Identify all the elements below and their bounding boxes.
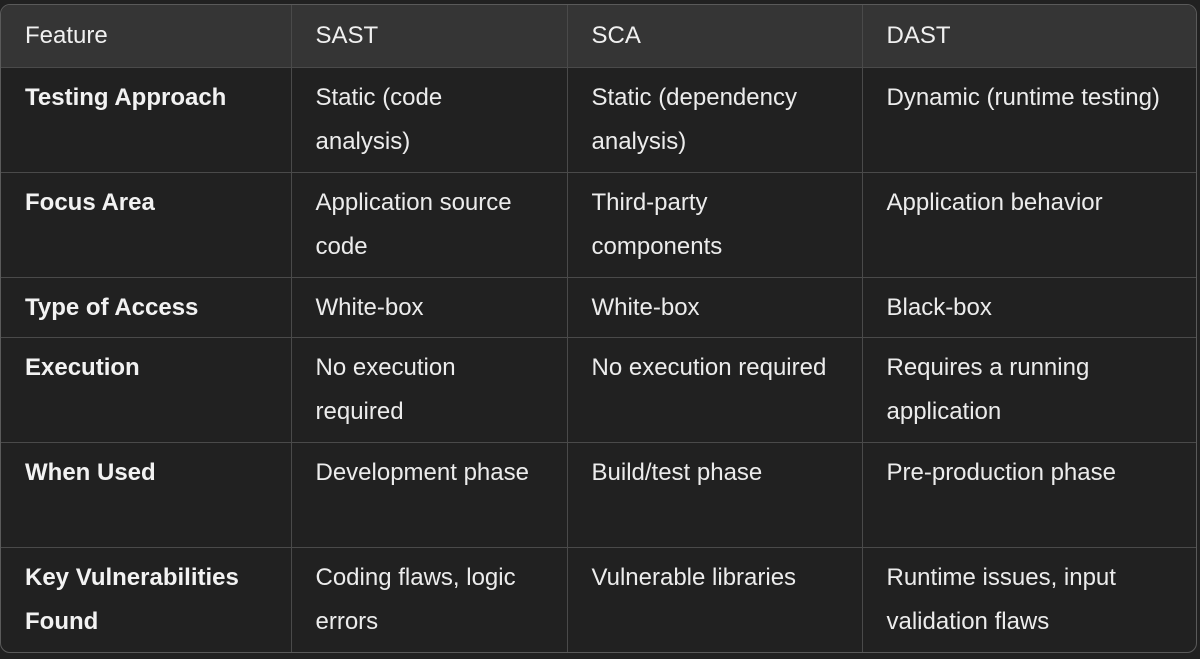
cell-sast: Coding flaws, logic errors — [290, 546, 568, 652]
table-row: Testing Approach Static (code analysis) … — [1, 66, 1196, 173]
table-row: Execution No execution required No execu… — [1, 336, 1196, 443]
cell-sast: Development phase — [290, 441, 568, 548]
cell-sca: Static (dependency analysis) — [566, 66, 863, 173]
row-label-when-used: When Used — [1, 441, 292, 548]
cell-sast: Application source code — [290, 171, 568, 278]
table-row: Type of Access White-box White-box Black… — [1, 276, 1196, 338]
cell-sca: Third-party components — [566, 171, 863, 278]
cell-sast: No execution required — [290, 336, 568, 443]
row-label-key-vulnerabilities-found: Key Vulnerabilities Found — [1, 546, 292, 652]
row-label-testing-approach: Testing Approach — [1, 66, 292, 173]
header-sast: SAST — [290, 5, 568, 68]
header-feature: Feature — [1, 5, 292, 68]
cell-sca: No execution required — [566, 336, 863, 443]
cell-sca: White-box — [566, 276, 863, 338]
header-dast: DAST — [861, 5, 1196, 68]
cell-sast: Static (code analysis) — [290, 66, 568, 173]
comparison-table-container: Feature SAST SCA DAST Testing Approach S… — [0, 4, 1197, 653]
row-label-type-of-access: Type of Access — [1, 276, 292, 338]
header-sca: SCA — [566, 5, 863, 68]
row-label-execution: Execution — [1, 336, 292, 443]
cell-sast: White-box — [290, 276, 568, 338]
cell-dast: Runtime issues, input validation flaws — [861, 546, 1196, 652]
table-row: Focus Area Application source code Third… — [1, 171, 1196, 278]
row-label-focus-area: Focus Area — [1, 171, 292, 278]
table-row: Key Vulnerabilities Found Coding flaws, … — [1, 546, 1196, 652]
cell-dast: Black-box — [861, 276, 1196, 338]
comparison-table: Feature SAST SCA DAST Testing Approach S… — [1, 5, 1196, 652]
cell-dast: Dynamic (runtime testing) — [861, 66, 1196, 173]
table-header-row: Feature SAST SCA DAST — [1, 5, 1196, 68]
table-row: When Used Development phase Build/test p… — [1, 441, 1196, 548]
cell-dast: Application behavior — [861, 171, 1196, 278]
cell-dast: Pre-production phase — [861, 441, 1196, 548]
cell-sca: Vulnerable libraries — [566, 546, 863, 652]
cell-dast: Requires a running application — [861, 336, 1196, 443]
cell-sca: Build/test phase — [566, 441, 863, 548]
